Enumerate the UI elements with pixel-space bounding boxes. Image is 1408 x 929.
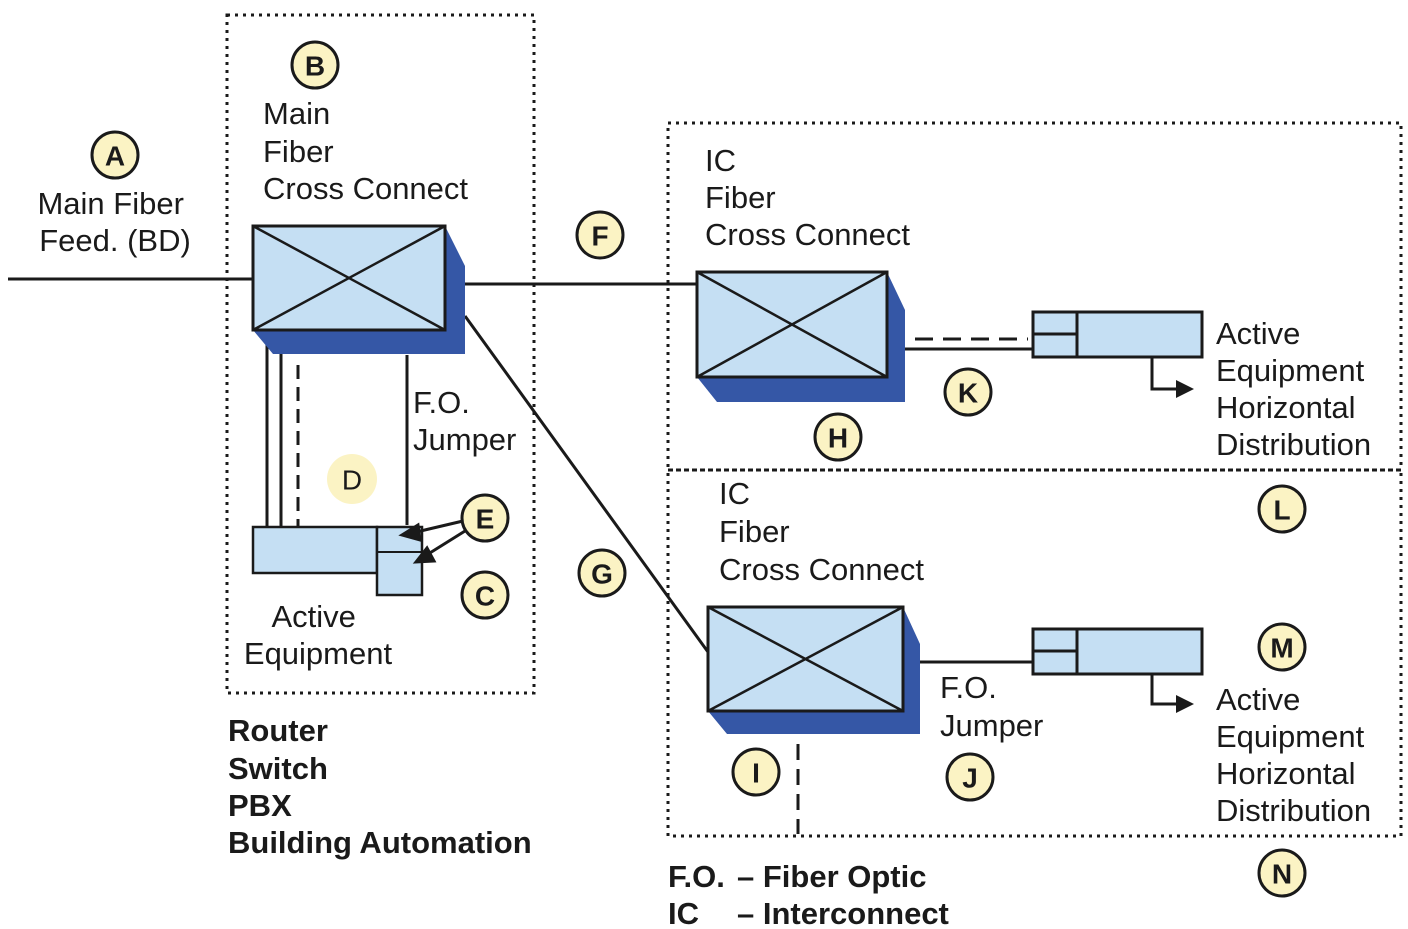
badge-c: C [460, 570, 510, 620]
badge-m: M [1257, 622, 1307, 672]
ic-bottom-enclosure [666, 468, 1403, 838]
svg-text:G: G [591, 559, 613, 590]
main-fiber-feed-label: Main Fiber Feed. (BD) [37, 186, 192, 258]
svg-text:E: E [476, 504, 495, 535]
legend: F.O. – Fiber Optic IC – Interconnect [668, 859, 949, 929]
svg-text:H: H [828, 423, 848, 454]
svg-text:J: J [962, 763, 978, 794]
badge-g: G [577, 548, 627, 598]
active-equipment-top-unit [1031, 310, 1204, 359]
horizontal-distribution-arrow-bottom [1150, 675, 1194, 713]
fo-jumper-right-label: F.O. Jumper [940, 670, 1043, 743]
ic-cross-connect-bottom-label: IC Fiber Cross Connect [719, 476, 924, 587]
legend-fo-definition: – Fiber Optic [737, 859, 926, 894]
badge-a: A [90, 130, 140, 180]
badge-j: J [945, 752, 995, 802]
svg-text:N: N [1272, 859, 1292, 890]
active-equipment-bottom-unit [1031, 627, 1204, 676]
badge-e: E [460, 493, 510, 543]
active-equipment-top-label: Active Equipment Horizontal Distribution [1216, 316, 1373, 462]
fo-jumper-left-label: F.O. Jumper [413, 385, 516, 457]
svg-text:M: M [1270, 633, 1293, 664]
svg-text:K: K [958, 378, 978, 409]
badge-b: B [290, 40, 340, 90]
svg-text:D: D [342, 465, 362, 496]
main-cross-connect-box [251, 224, 465, 354]
ic-bottom-cross-connect-box [706, 605, 920, 734]
ic-cross-connect-top-label: IC Fiber Cross Connect [705, 143, 910, 252]
legend-ic-abbr: IC [668, 896, 699, 929]
badge-l: L [1257, 484, 1307, 534]
fiber-line-g [463, 315, 710, 653]
svg-text:C: C [475, 581, 495, 612]
main-room-enclosure [225, 13, 536, 695]
svg-text:A: A [105, 141, 125, 172]
svg-text:L: L [1273, 495, 1290, 526]
badge-d: D [327, 454, 377, 504]
badge-k: K [943, 367, 993, 417]
ic-top-enclosure [666, 121, 1403, 472]
svg-text:I: I [752, 758, 760, 789]
svg-text:B: B [305, 51, 325, 82]
legend-fo-abbr: F.O. [668, 859, 725, 894]
horizontal-distribution-arrow-top [1150, 358, 1194, 398]
badge-h: H [813, 412, 863, 462]
ic-top-cross-connect-box [695, 270, 905, 402]
badge-f: F [575, 210, 625, 260]
badge-n: N [1257, 848, 1307, 898]
svg-text:F: F [591, 221, 608, 252]
legend-ic-definition: – Interconnect [737, 896, 949, 929]
equipment-list: Router Switch PBX Building Automation [228, 713, 532, 860]
e-arrows [398, 519, 466, 564]
active-equipment-left-label: Active Equipment [244, 599, 393, 671]
active-equipment-bottom-label: Active Equipment Horizontal Distribution [1216, 682, 1373, 828]
main-cross-connect-label: Main Fiber Cross Connect [263, 96, 468, 206]
active-equipment-left-unit [251, 525, 424, 597]
jumper-k-lines [905, 337, 1033, 351]
badge-i: I [731, 747, 781, 797]
